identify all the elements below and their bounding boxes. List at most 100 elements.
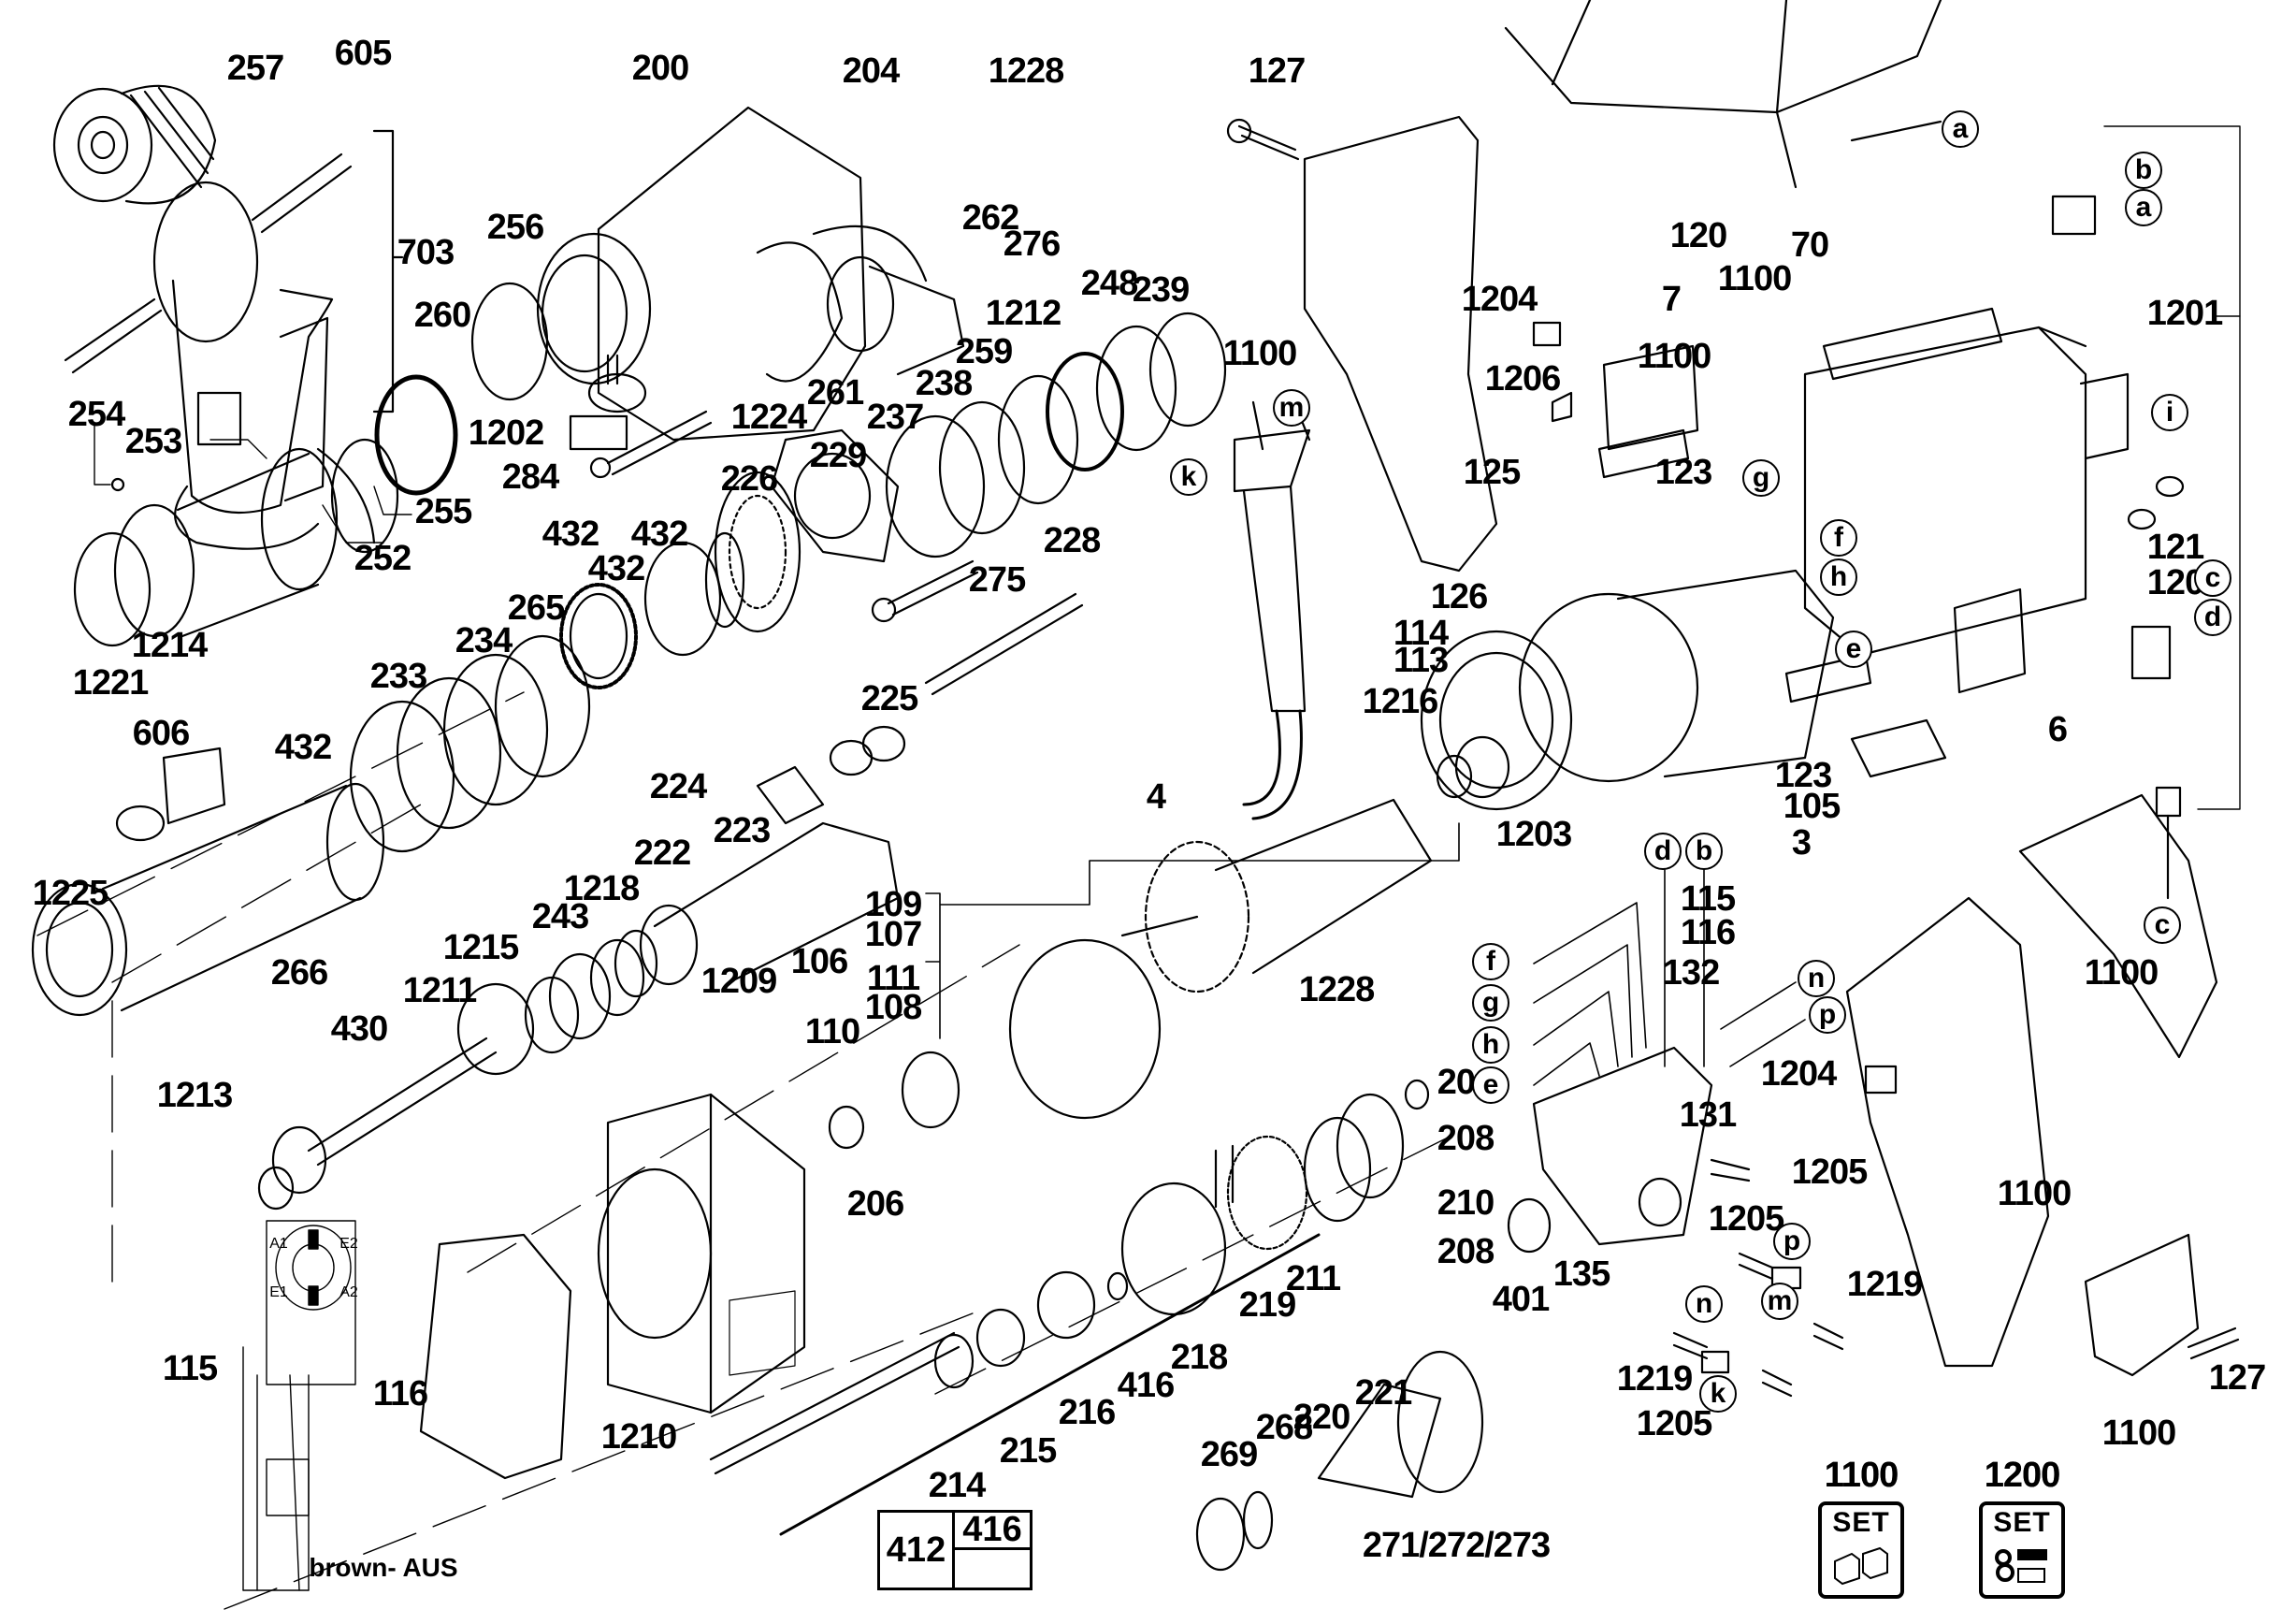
part-label-233: 233 [369,657,427,696]
leader-252 [322,504,384,544]
brush-holder-120-bottom [2130,625,2172,680]
part-label-229: 229 [809,436,867,475]
part-label-223: 223 [713,811,771,850]
part-label-1221: 1221 [72,663,150,703]
part-label-219: 219 [1238,1285,1296,1325]
handle-half-left [1303,115,1573,573]
part-label-271-272-273: 271/272/273 [1362,1526,1551,1565]
assembly-lines [36,691,1460,1610]
part-416-label: 416 [955,1510,1030,1550]
part-label-216: 216 [1058,1393,1116,1432]
connector-letter-n: n [1685,1285,1723,1323]
part-label-214: 214 [928,1466,986,1505]
screw-127 [1237,124,1300,161]
part-label-208: 208 [1437,1119,1495,1158]
part-label-228: 228 [1043,521,1101,560]
leader-255 [373,486,412,515]
motor-housing-part [1597,307,2130,703]
part-label-206: 206 [846,1184,904,1224]
part-label-1213: 1213 [156,1076,234,1115]
part-label-225: 225 [860,679,918,718]
part-label-116: 116 [372,1374,428,1414]
connector-letter-k: k [1699,1375,1737,1413]
part-label-432: 432 [542,515,599,554]
selector-switch-part [569,354,713,479]
handle-half-right [1845,793,2218,1377]
wire-harness [1533,869,1806,1086]
terminal-e1-label: E1 [269,1284,288,1300]
spindle-part [31,747,385,1017]
part-label-237: 237 [866,398,924,437]
connector-letter-e: e [1472,1066,1509,1104]
part-label-284: 284 [501,457,559,497]
part-label-222: 222 [633,834,691,873]
part-label-218: 218 [1170,1338,1228,1377]
pin-228 [924,592,1084,696]
part-label-243: 243 [531,897,589,936]
gear-ring-432 [559,531,745,689]
part-label-1206: 1206 [1484,359,1562,399]
connector-letter-h: h [1472,1026,1509,1064]
striker-430 [257,982,535,1211]
brush-121a [2155,475,2185,498]
connector-letter-b: b [2125,152,2162,189]
part-label-70: 70 [1790,225,1829,265]
part-label-215: 215 [999,1431,1057,1471]
part-label-1100: 1100 [1824,1456,1899,1495]
switch-part [1507,1046,1713,1254]
drive-gears [1195,1350,1484,1572]
chuck-part [52,84,217,205]
part-label-605: 605 [334,34,392,73]
part-label-1211: 1211 [402,971,477,1010]
part-label-121: 121 [2146,528,2204,567]
part-label-1204: 1204 [1760,1054,1838,1094]
gears-part [1120,1079,1430,1316]
part-label-1200: 1200 [1984,1456,2061,1495]
part-label-125: 125 [1463,453,1521,492]
part-label-127: 127 [2208,1358,2266,1398]
springs-233 [349,634,591,853]
part-label-1209: 1209 [700,962,778,1001]
part-label-120: 120 [1669,216,1727,255]
part-label-1100: 1100 [1637,337,1711,376]
connector-letter-f: f [1820,519,1857,557]
part-label-6: 6 [2047,710,2068,749]
ball-254 [110,477,125,492]
fan-baffle-111 [1008,938,1162,1120]
part-label-126: 126 [1430,577,1488,616]
part-label-1215: 1215 [442,928,520,967]
label-plate-3 [1850,718,1947,778]
part-label-1224: 1224 [730,398,808,437]
connector-letter-p: p [1809,996,1846,1034]
part-label-432: 432 [274,728,332,767]
part-label-432: 432 [587,549,645,588]
part-label-1205: 1205 [1636,1404,1713,1443]
brush-lead [2155,786,2182,818]
part-label-260: 260 [413,296,471,335]
connector-letter-m: m [1761,1283,1798,1320]
part-label-1228: 1228 [1298,970,1376,1009]
part-label-259: 259 [955,332,1013,371]
part-label-1228: 1228 [988,51,1065,91]
set-badge-number: 1100 [1824,1456,1899,1495]
o-ring-260 [374,374,458,496]
power-cable-part [1233,391,1311,820]
part-label-254: 254 [67,395,125,434]
part-412-label: 412 [880,1513,955,1588]
part-label-208: 208 [1437,1232,1495,1271]
part-label-106: 106 [790,942,848,981]
part-label-1219: 1219 [1616,1359,1694,1399]
part-label-238: 238 [915,364,973,403]
side-handle-rods [64,152,353,374]
part-label-1201: 1201 [2146,294,2224,333]
connector-letter-a: a [1942,110,1979,148]
part-label-1210: 1210 [600,1417,678,1457]
part-label-224: 224 [649,767,707,806]
armature-part [1120,798,1433,993]
part-label-221: 221 [1354,1373,1412,1413]
part-label-1216: 1216 [1362,682,1439,721]
part-label-1218: 1218 [563,869,641,908]
part-label-211: 211 [1285,1259,1341,1298]
part-label-204: 204 [842,51,900,91]
